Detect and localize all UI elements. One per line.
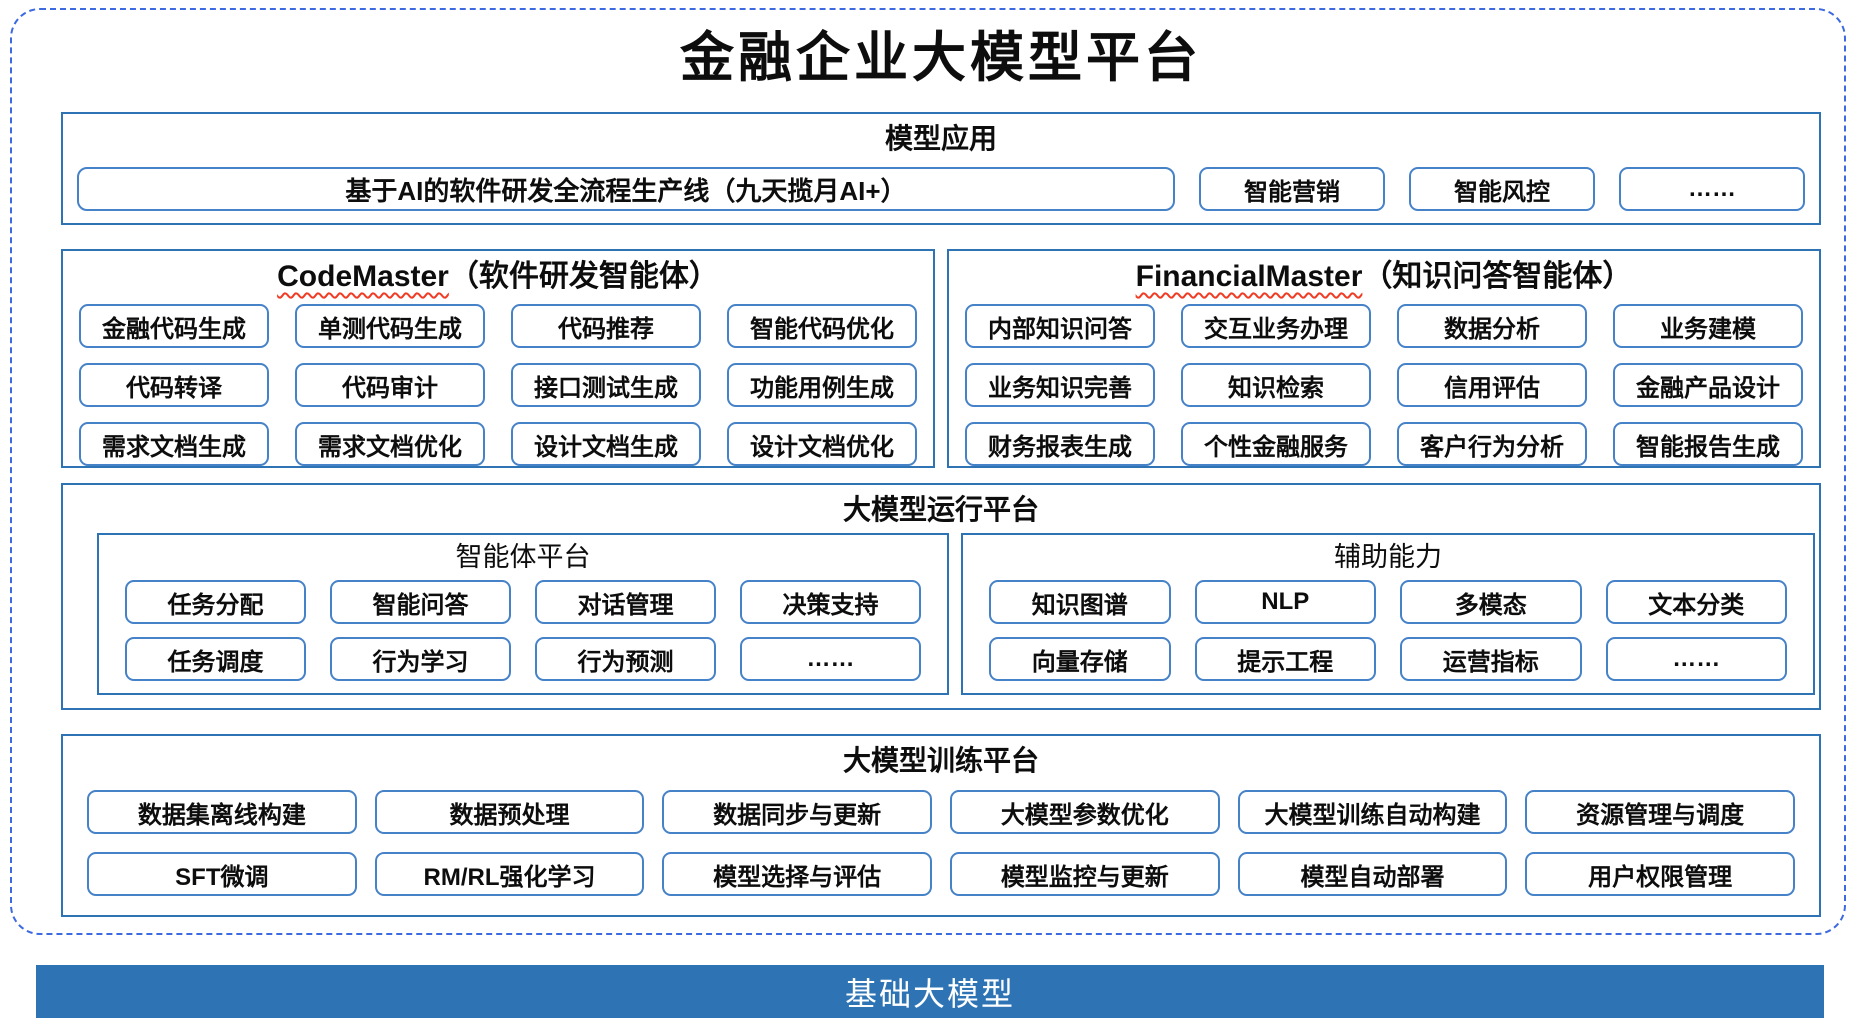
code-master-item: 代码推荐: [511, 304, 701, 348]
agent-platform-grid: 任务分配 智能问答 对话管理 决策支持 任务调度 行为学习 行为预测 ……: [99, 572, 947, 681]
aux-capability-item: 运营指标: [1400, 637, 1582, 681]
training-platform-header: 大模型训练平台: [842, 745, 1039, 776]
code-master-item: 智能代码优化: [727, 304, 917, 348]
code-master-item: 代码转译: [79, 363, 269, 407]
aux-capability-item: 提示工程: [1194, 637, 1376, 681]
code-master-title-en: CodeMaster: [277, 260, 449, 293]
code-master-grid: 金融代码生成 单测代码生成 代码推荐 智能代码优化 代码转译 代码审计 接口测试…: [63, 295, 933, 466]
training-platform-grid: 数据集离线构建 数据预处理 数据同步与更新 大模型参数优化 大模型训练自动构建 …: [63, 777, 1819, 896]
code-master-title: CodeMaster（软件研发智能体）: [63, 251, 933, 295]
training-platform-item: 数据集离线构建: [87, 790, 357, 834]
agent-platform-item: 任务分配: [125, 580, 306, 624]
agent-platform-item: 任务调度: [125, 637, 306, 681]
financial-master-item: 信用评估: [1397, 363, 1587, 407]
financial-master-title-en: FinancialMaster: [1135, 260, 1363, 293]
app-item-more: ……: [1619, 167, 1805, 211]
code-master-item: 设计文档生成: [511, 422, 701, 466]
runtime-platform-header: 大模型运行平台: [842, 494, 1039, 525]
training-platform-item: 模型选择与评估: [662, 852, 932, 896]
training-platform-item: RM/RL强化学习: [374, 852, 645, 896]
financial-master-item: 交互业务办理: [1181, 304, 1371, 348]
financial-master-item: 知识检索: [1181, 363, 1371, 407]
model-applications-row: 基于AI的软件研发全流程生产线（九天揽月AI+） 智能营销 智能风控 ……: [63, 155, 1819, 211]
aux-capability-item: 多模态: [1400, 580, 1582, 624]
financial-master-item: 个性金融服务: [1181, 422, 1371, 466]
aux-capability-item: NLP: [1194, 580, 1376, 624]
section-runtime-platform: 大模型运行平台 智能体平台 任务分配 智能问答 对话管理 决策支持 任务调度 行…: [61, 483, 1821, 710]
code-master-item: 需求文档优化: [295, 422, 485, 466]
training-platform-item: 大模型训练自动构建: [1237, 790, 1508, 834]
aux-capabilities-grid: 知识图谱 NLP 多模态 文本分类 向量存储 提示工程 运营指标 ……: [963, 572, 1813, 681]
model-applications-header: 模型应用: [884, 123, 997, 154]
agent-platform-item: 智能问答: [330, 580, 511, 624]
training-platform-item: 大模型参数优化: [949, 790, 1220, 834]
financial-master-item: 智能报告生成: [1613, 422, 1803, 466]
section-model-applications: 模型应用 基于AI的软件研发全流程生产线（九天揽月AI+） 智能营销 智能风控 …: [61, 112, 1821, 225]
app-item: 智能营销: [1199, 167, 1385, 211]
training-platform-item: 用户权限管理: [1525, 852, 1795, 896]
platform-diagram-container: 金融企业大模型平台 模型应用 基于AI的软件研发全流程生产线（九天揽月AI+） …: [10, 8, 1846, 935]
code-master-item: 单测代码生成: [295, 304, 485, 348]
code-master-item: 金融代码生成: [79, 304, 269, 348]
training-platform-item: 数据同步与更新: [662, 790, 932, 834]
pipeline-item: 基于AI的软件研发全流程生产线（九天揽月AI+）: [77, 167, 1175, 211]
code-master-item: 设计文档优化: [727, 422, 917, 466]
financial-master-grid: 内部知识问答 交互业务办理 数据分析 业务建模 业务知识完善 知识检索 信用评估…: [949, 295, 1819, 466]
base-model-label: 基础大模型: [844, 975, 1015, 1012]
runtime-subsections-row: 智能体平台 任务分配 智能问答 对话管理 决策支持 任务调度 行为学习 行为预测…: [63, 526, 1819, 695]
aux-capability-item-more: ……: [1605, 637, 1787, 681]
financial-master-item: 内部知识问答: [965, 304, 1155, 348]
agents-row: CodeMaster（软件研发智能体） 金融代码生成 单测代码生成 代码推荐 智…: [61, 249, 1821, 468]
agent-platform-item: 行为学习: [330, 637, 511, 681]
code-master-item: 功能用例生成: [727, 363, 917, 407]
agent-platform-item: 决策支持: [740, 580, 921, 624]
code-master-item: 需求文档生成: [79, 422, 269, 466]
aux-capability-item: 向量存储: [989, 637, 1171, 681]
financial-master-item: 数据分析: [1397, 304, 1587, 348]
code-master-title-suffix: （软件研发智能体）: [448, 260, 719, 293]
code-master-item: 接口测试生成: [511, 363, 701, 407]
financial-master-item: 客户行为分析: [1397, 422, 1587, 466]
section-training-platform: 大模型训练平台 数据集离线构建 数据预处理 数据同步与更新 大模型参数优化 大模…: [61, 734, 1821, 917]
financial-master-title: FinancialMaster（知识问答智能体）: [949, 251, 1819, 295]
financial-master-item: 业务建模: [1613, 304, 1803, 348]
agent-platform-item: 行为预测: [535, 637, 716, 681]
aux-capability-item: 知识图谱: [989, 580, 1171, 624]
financial-master-item: 业务知识完善: [965, 363, 1155, 407]
training-platform-item: 模型监控与更新: [949, 852, 1220, 896]
section-code-master: CodeMaster（软件研发智能体） 金融代码生成 单测代码生成 代码推荐 智…: [61, 249, 935, 468]
financial-master-item: 财务报表生成: [965, 422, 1155, 466]
agent-platform-item: 对话管理: [535, 580, 716, 624]
agent-platform-item-more: ……: [740, 637, 921, 681]
app-item: 智能风控: [1409, 167, 1595, 211]
financial-master-item: 金融产品设计: [1613, 363, 1803, 407]
agent-platform-header: 智能体平台: [455, 542, 591, 572]
base-model-bar: 基础大模型: [36, 965, 1824, 1018]
training-platform-item: 资源管理与调度: [1525, 790, 1795, 834]
training-platform-item: 数据预处理: [374, 790, 645, 834]
page-title: 金融企业大模型平台: [680, 25, 1202, 89]
section-financial-master: FinancialMaster（知识问答智能体） 内部知识问答 交互业务办理 数…: [947, 249, 1821, 468]
subsection-aux-capabilities: 辅助能力 知识图谱 NLP 多模态 文本分类 向量存储 提示工程 运营指标 ……: [961, 533, 1815, 695]
aux-capabilities-header: 辅助能力: [1334, 542, 1442, 572]
code-master-item: 代码审计: [295, 363, 485, 407]
aux-capability-item: 文本分类: [1605, 580, 1787, 624]
subsection-agent-platform: 智能体平台 任务分配 智能问答 对话管理 决策支持 任务调度 行为学习 行为预测…: [97, 533, 949, 695]
training-platform-item: SFT微调: [87, 852, 357, 896]
financial-master-title-suffix: （知识问答智能体）: [1362, 260, 1633, 293]
training-platform-item: 模型自动部署: [1237, 852, 1508, 896]
